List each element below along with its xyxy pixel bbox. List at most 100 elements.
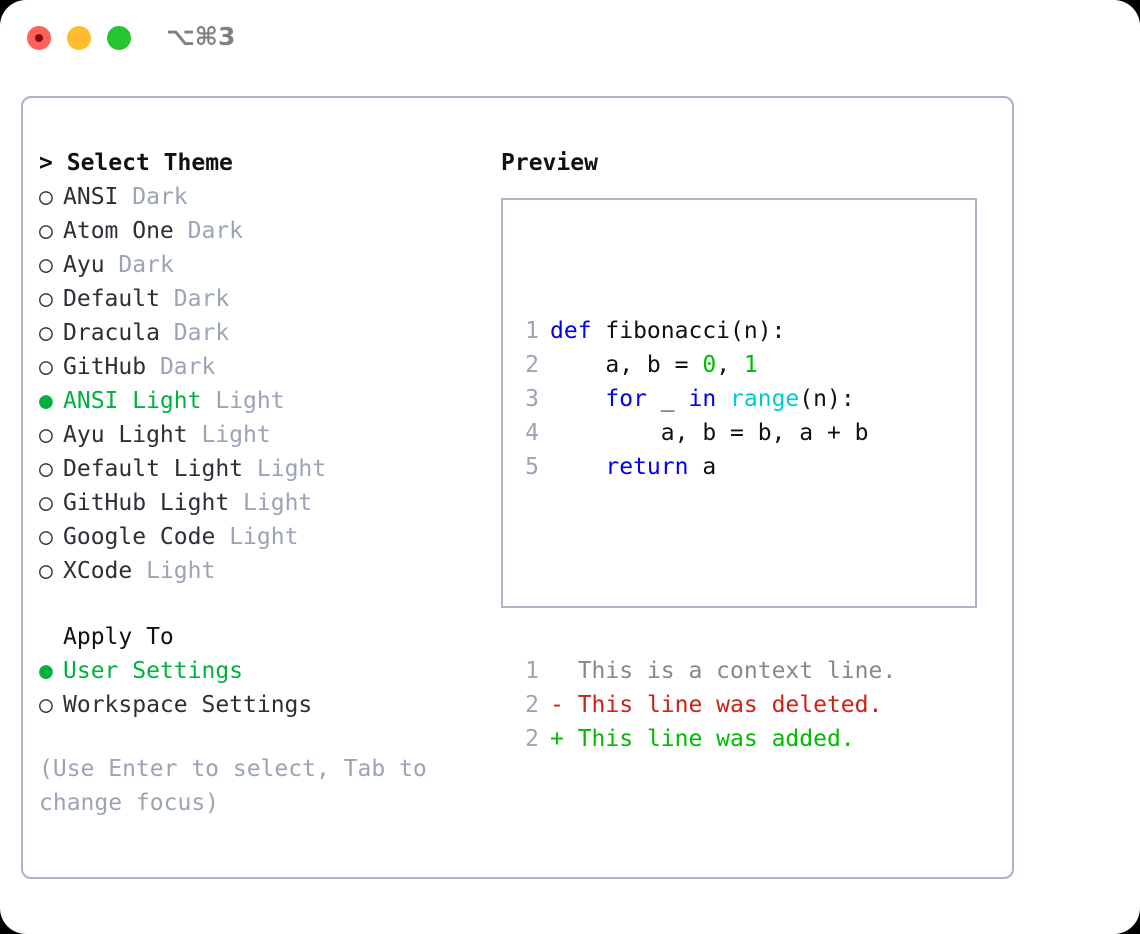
select-theme-label: Select Theme [66, 150, 233, 176]
spacer [39, 722, 509, 752]
theme-option-default[interactable]: ○ Default Dark [39, 282, 509, 316]
theme-option-label: GitHub [63, 354, 147, 380]
radio-unselected-icon: ○ [39, 184, 53, 210]
theme-option-ansi[interactable]: ○ANSI Dark [39, 180, 509, 214]
theme-option-google-code[interactable]: ○Google Code Light [39, 520, 509, 554]
line-number: 2 [525, 726, 539, 752]
theme-option-label: Ayu [63, 252, 105, 278]
theme-option-label: Default Light [63, 456, 244, 482]
line-number: 2 [525, 692, 539, 718]
theme-option-tag: Dark [173, 286, 230, 312]
line-number: 4 [525, 420, 539, 446]
apply-to-option-workspace-settings[interactable]: ○ Workspace Settings [39, 688, 509, 722]
radio-selected-icon: ● [39, 658, 53, 684]
apply-to-heading: Apply To [63, 624, 174, 650]
theme-option-github[interactable]: ○ GitHub Dark [39, 350, 509, 384]
radio-unselected-icon: ○ [39, 286, 53, 312]
diff-line-del: 2- This line was deleted. [517, 688, 896, 722]
apply-to-option-label: User Settings [63, 658, 244, 684]
maximize-window-button[interactable] [107, 26, 131, 50]
apply-to-list: ● User Settings ○ Workspace Settings [39, 654, 509, 722]
theme-option-label: GitHub Light [63, 490, 230, 516]
theme-option-tag: Dark [159, 354, 216, 380]
theme-option-ayu[interactable]: ○ Ayu Dark [39, 248, 509, 282]
theme-option-tag: Dark [173, 320, 230, 346]
theme-option-tag: Light [243, 490, 313, 516]
radio-unselected-icon: ○ [39, 490, 53, 516]
traffic-lights [27, 26, 131, 50]
title-bar: ⌥⌘3 [0, 0, 1140, 78]
diff-line-add: 2 + This line was added. [517, 722, 896, 756]
diff-text: This line was deleted. [563, 692, 883, 718]
radio-unselected-icon: ○ [39, 422, 53, 448]
code-token: return [605, 454, 689, 480]
theme-option-label: XCode [63, 558, 133, 584]
diff-text: This line was added. [563, 726, 855, 752]
apply-to-option-label: Workspace Settings [63, 692, 313, 718]
theme-option-ansi-light[interactable]: ● ANSI Light Light [39, 384, 509, 418]
diff-marker: - [550, 692, 564, 718]
theme-option-tag: Light [201, 422, 271, 448]
theme-option-label: Dracula [63, 320, 160, 346]
code-line: 3 for _ in range(n): [517, 382, 896, 416]
theme-option-github-light[interactable]: ○ GitHub Light Light [39, 486, 509, 520]
radio-unselected-icon: ○ [39, 558, 53, 584]
minimize-window-button[interactable] [67, 26, 91, 50]
code-token: def [550, 318, 592, 344]
theme-option-tag: Light [215, 388, 285, 414]
radio-unselected-icon: ○ [39, 354, 53, 380]
code-token: for [605, 386, 647, 412]
theme-option-dracula[interactable]: ○ Dracula Dark [39, 316, 509, 350]
code-token [550, 386, 605, 412]
diff-lines: 1 This is a context line.2- This line wa… [517, 654, 896, 756]
radio-unselected-icon: ○ [39, 456, 53, 482]
window-title: ⌥⌘3 [166, 22, 236, 51]
radio-unselected-icon: ○ [39, 320, 53, 346]
theme-option-ayu-light[interactable]: ○ Ayu Light Light [39, 418, 509, 452]
code-token: 0 [702, 352, 717, 378]
code-line: 5 return a [517, 450, 896, 484]
theme-option-tag: Light [229, 524, 299, 550]
theme-option-label: Ayu Light [63, 422, 188, 448]
select-theme-header: > Select Theme [39, 146, 509, 180]
theme-option-tag: Dark [132, 184, 188, 210]
code-token: , [716, 352, 744, 378]
radio-selected-icon: ● [39, 388, 53, 414]
theme-option-default-light[interactable]: ○ Default Light Light [39, 452, 509, 486]
theme-option-tag: Dark [118, 252, 174, 278]
line-number: 2 [525, 352, 539, 378]
diff-marker [550, 658, 564, 684]
apply-to-option-user-settings[interactable]: ● User Settings [39, 654, 509, 688]
code-line: 4 a, b = b, a + b [517, 416, 896, 450]
theme-option-xcode[interactable]: ○XCode Light [39, 554, 509, 588]
code-token: in [688, 386, 717, 412]
prompt-caret-icon: > [39, 150, 53, 176]
theme-option-label: ANSI Light [63, 388, 202, 414]
code-token [550, 454, 605, 480]
code-token [716, 386, 730, 412]
diff-line-ctx: 1 This is a context line. [517, 654, 896, 688]
theme-list: ○ANSI Dark○Atom One Dark○Ayu Dark○Defaul… [39, 180, 509, 588]
line-number: 3 [525, 386, 539, 412]
line-number: 5 [525, 454, 539, 480]
theme-selector-column: > Select Theme ○ANSI Dark○Atom One Dark○… [39, 146, 509, 820]
theme-option-tag: Light [256, 456, 327, 482]
line-number: 1 [525, 318, 539, 344]
diff-marker: + [550, 726, 564, 752]
theme-option-atom-one[interactable]: ○Atom One Dark [39, 214, 509, 248]
diff-text: This is a context line. [563, 658, 897, 684]
line-number: 1 [525, 658, 539, 684]
theme-option-label: Default [63, 286, 160, 312]
radio-unselected-icon: ○ [39, 692, 53, 718]
code-token: _ [646, 386, 689, 412]
close-window-button[interactable] [27, 26, 51, 50]
radio-unselected-icon: ○ [39, 524, 53, 550]
keyboard-hint-text: (Use Enter to select, Tab to change focu… [39, 756, 427, 816]
radio-unselected-icon: ○ [39, 218, 53, 244]
radio-unselected-icon: ○ [39, 252, 53, 278]
code-token: a [688, 454, 717, 480]
